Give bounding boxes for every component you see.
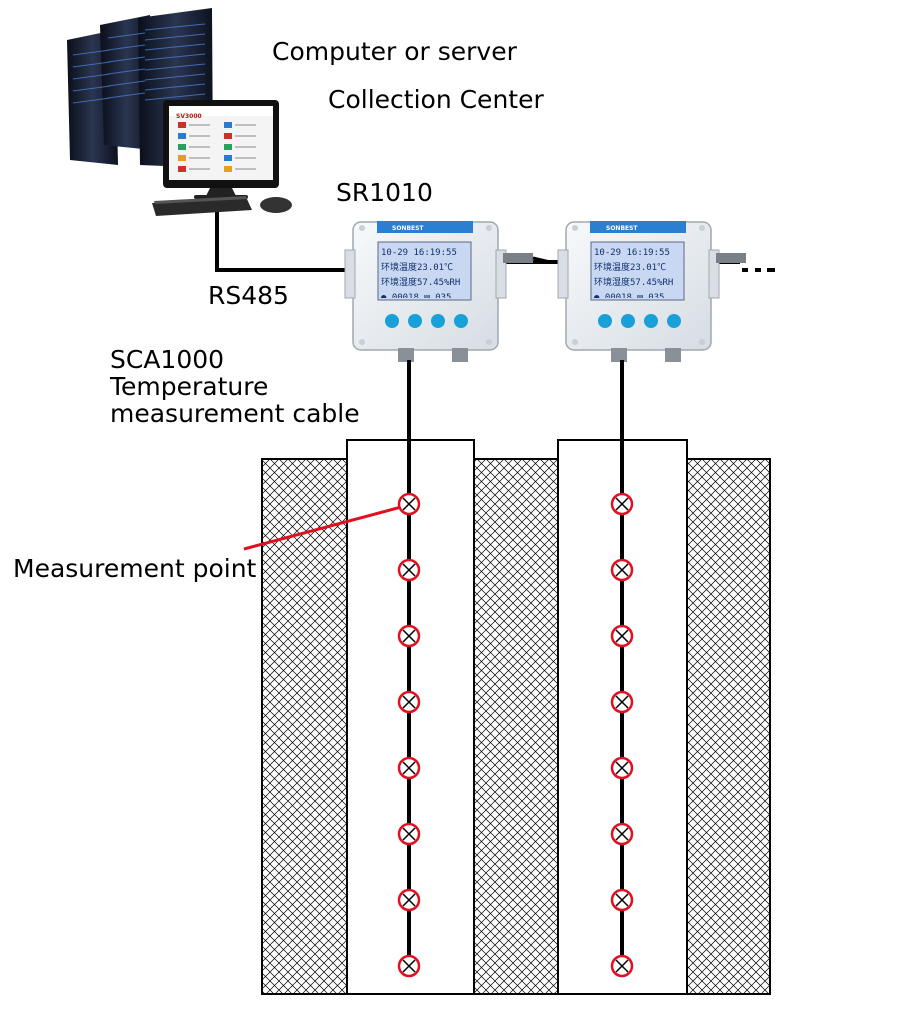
sca1000-cable-label: SCA1000 Temperature measurement cable <box>110 346 360 427</box>
measurement-points-cable-2 <box>610 492 634 978</box>
display-temperature: 环境温度23.01℃ <box>594 263 667 273</box>
device-2-display: 10-29 16:19:55 环境温度23.01℃ 环境湿度57.45%RH ●… <box>594 246 679 298</box>
display-status: ● 00018 ▤ 035 <box>594 291 679 298</box>
mouse-icon <box>260 197 292 213</box>
display-humidity: 环境湿度57.45%RH <box>381 278 461 288</box>
measurement-point-marker <box>397 558 421 582</box>
measurement-point-marker <box>610 690 634 714</box>
measurement-point-marker <box>610 888 634 912</box>
display-datetime: 10-29 16:19:55 <box>594 248 670 258</box>
cable-label-line3: measurement cable <box>110 399 360 428</box>
device-1-brand: SONBEST <box>392 225 424 232</box>
sr1010-device-1 <box>344 221 551 362</box>
measurement-point-marker <box>397 756 421 780</box>
device-2-brand: SONBEST <box>606 225 638 232</box>
measurement-point-marker <box>610 624 634 648</box>
measurement-point-marker <box>610 492 634 516</box>
cable-label-line1: SCA1000 <box>110 345 225 374</box>
keyboard-icon <box>152 196 252 216</box>
measurement-point-marker <box>397 492 421 516</box>
soil-block-middle <box>473 458 559 995</box>
measurement-point-marker <box>610 558 634 582</box>
measurement-points-cable-1 <box>397 492 421 978</box>
display-counter: 00018 <box>391 293 419 298</box>
display-temperature: 环境温度23.01℃ <box>381 263 454 273</box>
monitor-icon <box>163 100 279 199</box>
collection-center-label: Collection Center <box>328 85 544 114</box>
measurement-point-marker <box>610 756 634 780</box>
computer-server-label: Computer or server <box>272 37 517 66</box>
measurement-point-marker <box>397 690 421 714</box>
display-counter: 00018 <box>604 293 632 298</box>
device-1-display: 10-29 16:19:55 环境温度23.01℃ 环境湿度57.45%RH ●… <box>381 246 466 298</box>
measurement-point-label: Measurement point <box>13 554 257 583</box>
cable-label-line2: Temperature <box>110 372 269 401</box>
sr1010-label: SR1010 <box>336 178 433 207</box>
display-value: 035 <box>435 293 452 298</box>
display-value: 035 <box>648 293 665 298</box>
sr1010-device-2 <box>557 221 746 362</box>
measurement-point-marker <box>610 954 634 978</box>
display-humidity: 环境湿度57.45%RH <box>594 278 674 288</box>
measurement-point-marker <box>397 954 421 978</box>
measurement-point-marker <box>397 888 421 912</box>
monitor-screen-title: SV3000 <box>176 113 202 120</box>
measurement-point-pointer <box>243 504 406 551</box>
display-datetime: 10-29 16:19:55 <box>381 248 457 258</box>
soil-block-right <box>686 458 771 995</box>
measurement-point-marker <box>610 822 634 846</box>
soil-block-left <box>261 458 348 995</box>
rs485-label: RS485 <box>208 281 289 310</box>
measurement-point-marker <box>397 624 421 648</box>
measurement-point-marker <box>397 822 421 846</box>
display-status: ● 00018 ▤ 035 <box>381 291 466 298</box>
